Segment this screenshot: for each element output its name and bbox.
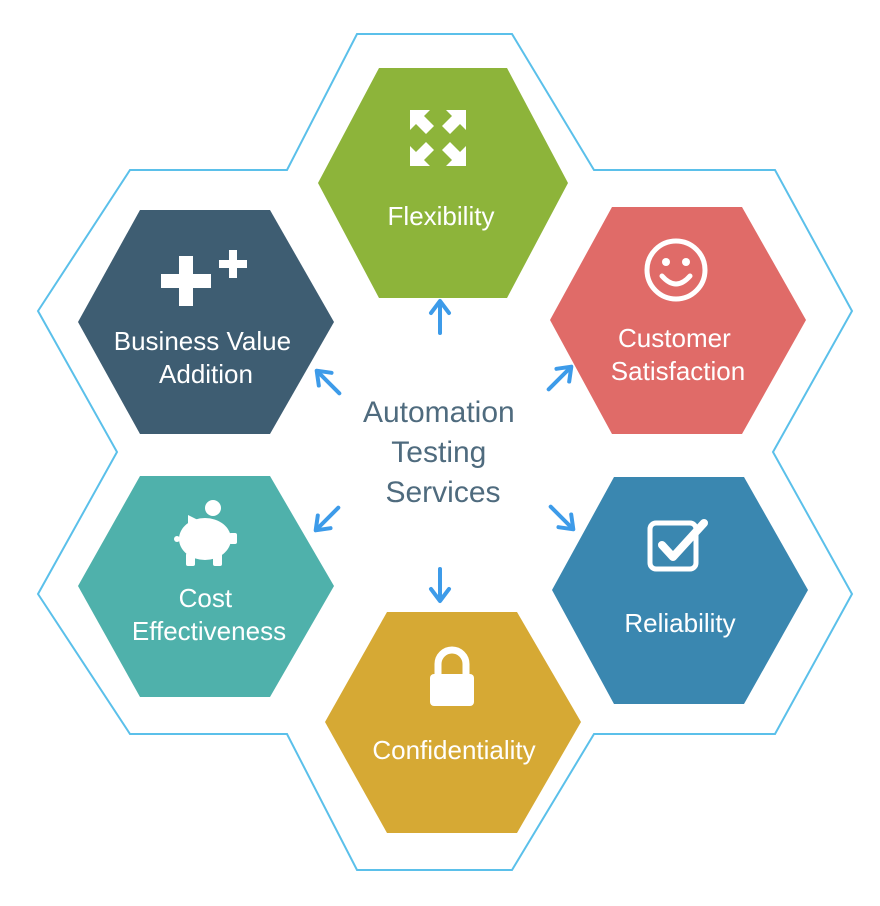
hex-label-line: Reliability	[624, 608, 735, 638]
center-title-line: Services	[385, 476, 500, 509]
arrows	[313, 299, 576, 603]
hex-label-line: Flexibility	[388, 201, 495, 231]
piggy-bank-icon	[174, 500, 237, 566]
hex-label-line: Business Value	[114, 326, 291, 356]
arrow-down-icon	[429, 567, 451, 603]
center-title-line: Testing	[391, 436, 486, 469]
hex-business-value-addition-label: Business Value Addition	[114, 326, 299, 389]
hex-reliability: Reliability	[552, 477, 808, 704]
center-title-line: Automation	[363, 396, 515, 429]
hex-label-line: Addition	[159, 359, 253, 389]
hex-reliability-label: Reliability	[624, 608, 735, 638]
hex-customer-satisfaction: Customer Satisfaction	[550, 207, 806, 434]
checkbox-checked-icon	[647, 519, 708, 572]
hex-label-line: Satisfaction	[611, 356, 745, 386]
hex-label-line: Confidentiality	[372, 735, 535, 765]
hex-customer-satisfaction-shape	[550, 207, 806, 434]
hex-cost-effectiveness-shape	[78, 476, 334, 697]
hex-customer-satisfaction-label: Customer Satisfaction	[611, 323, 745, 386]
center-title: Automation Testing Services	[363, 396, 523, 509]
arrow-down-right-icon	[548, 504, 576, 532]
smiley-face-icon	[644, 238, 708, 302]
hex-confidentiality-shape	[325, 612, 581, 833]
hex-flexibility: Flexibility	[318, 68, 568, 298]
hex-business-value-addition: Business Value Addition	[78, 210, 334, 434]
expand-arrows-icon	[410, 110, 466, 166]
hex-label-line: Customer	[618, 323, 731, 353]
hex-reliability-shape	[552, 477, 808, 704]
hex-label-line: Cost	[179, 583, 233, 613]
padlock-icon	[430, 646, 474, 706]
arrow-up-left-icon	[314, 368, 342, 396]
arrow-up-right-icon	[546, 364, 574, 392]
hex-confidentiality-label: Confidentiality	[372, 735, 535, 765]
arrow-down-left-icon	[313, 505, 341, 533]
hex-business-value-addition-shape	[78, 210, 334, 434]
arrow-up-icon	[429, 299, 451, 335]
hex-label-line: Effectiveness	[132, 616, 286, 646]
hex-cost-effectiveness: Cost Effectiveness	[78, 476, 334, 697]
plus-signs-icon	[161, 250, 247, 306]
hex-flexibility-label: Flexibility	[388, 201, 495, 231]
hex-cost-effectiveness-label: Cost Effectiveness	[132, 583, 286, 646]
hex-confidentiality: Confidentiality	[325, 612, 581, 833]
cluster-outline	[36, 33, 854, 871]
hex-flexibility-shape	[318, 68, 568, 298]
